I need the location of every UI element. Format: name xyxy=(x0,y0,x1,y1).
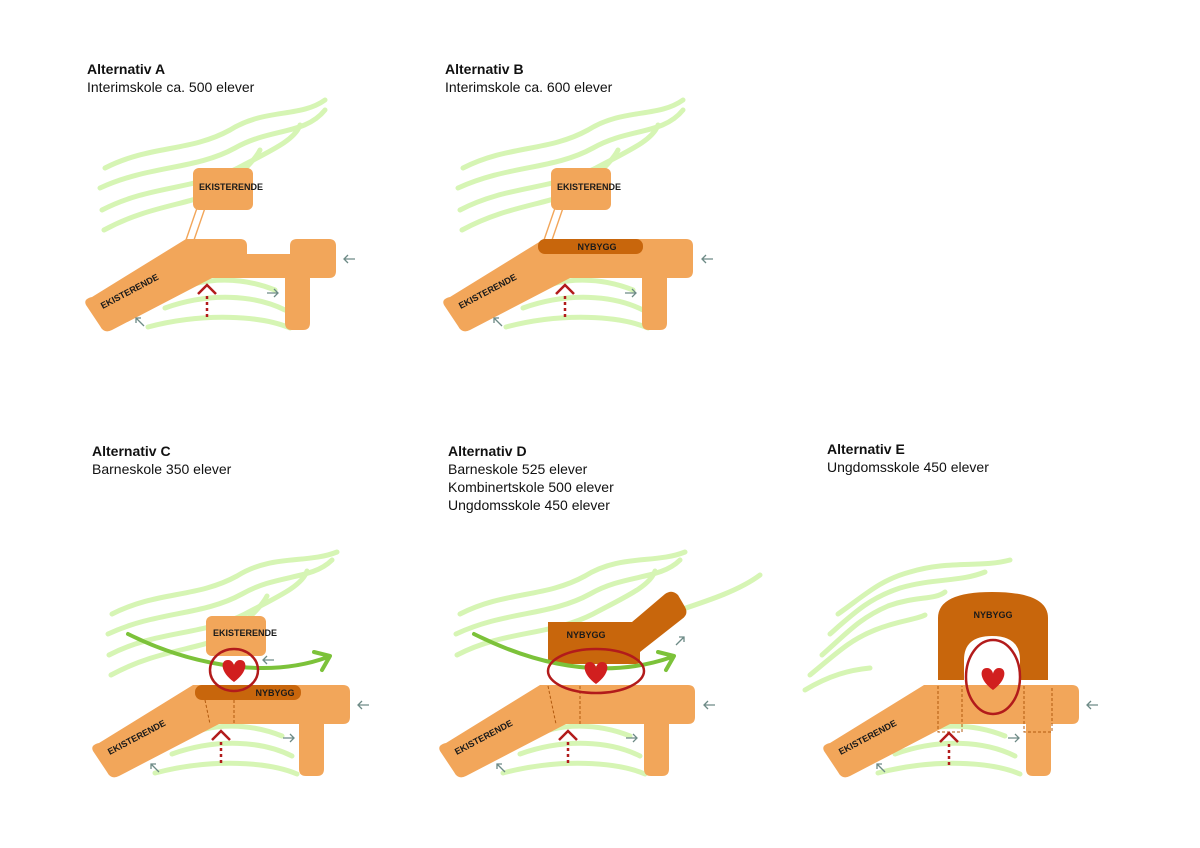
existing-building-wing xyxy=(443,239,693,332)
new-building xyxy=(938,592,1048,680)
diagram-alternativ-e: NYBYGG EKISTERENDE xyxy=(802,557,1098,778)
heart-ring xyxy=(208,647,260,693)
caption-alternativ-c: Alternativ C Barneskole 350 elever xyxy=(92,442,231,478)
caption-line: Interimskole ca. 600 elever xyxy=(445,79,613,95)
side-access-arrow-icon xyxy=(876,700,1098,773)
label-existing-top: EKISTERENDE xyxy=(557,182,621,192)
heart-icon xyxy=(981,668,1005,690)
label-existing-top: EKISTERENDE xyxy=(213,628,277,638)
caption-title: Alternativ B xyxy=(445,61,524,77)
heart-icon xyxy=(222,660,246,682)
caption-line: Kombinertskole 500 elever xyxy=(448,479,614,495)
caption-title: Alternativ D xyxy=(448,443,527,459)
main-entry-arrow-icon xyxy=(211,729,231,764)
side-access-arrow-icon xyxy=(493,254,713,327)
label-new-building: NYBYGG xyxy=(577,242,616,252)
caption-alternativ-e: Alternativ E Ungdomsskole 450 elever xyxy=(827,440,989,476)
diagram-alternativ-c: EKISTERENDE NYBYGG EKISTERENDE xyxy=(92,549,369,778)
diagram-alternativ-d: NYBYGG EKISTERENDE xyxy=(439,549,763,778)
new-building xyxy=(548,591,687,664)
caption-line: Ungdomsskole 450 elever xyxy=(827,459,989,475)
caption-line: Interimskole ca. 500 elever xyxy=(87,79,255,95)
new-building xyxy=(538,239,643,254)
existing-building-wing xyxy=(85,239,336,332)
existing-building-top xyxy=(551,168,611,210)
heart-icon xyxy=(584,662,608,684)
heart-ring xyxy=(964,638,1022,716)
main-entry-arrow-icon xyxy=(197,283,217,318)
side-access-arrow-icon xyxy=(150,655,369,773)
caption-alternativ-d: Alternativ D Barneskole 525 elever Kombi… xyxy=(448,442,614,514)
heart-ring xyxy=(546,647,646,695)
existing-building-wing xyxy=(92,685,350,778)
main-entry-arrow-icon xyxy=(558,729,578,764)
label-new-building: NYBYGG xyxy=(255,688,294,698)
caption-line: Ungdomsskole 450 elever xyxy=(448,497,610,513)
label-new-building: NYBYGG xyxy=(973,610,1012,620)
caption-title: Alternativ A xyxy=(87,61,166,77)
existing-building-wing xyxy=(439,685,695,778)
main-entry-arrow-icon xyxy=(939,731,959,766)
caption-alternativ-b: Alternativ B Interimskole ca. 600 elever xyxy=(445,60,612,96)
flow-arrow-icon xyxy=(126,632,332,672)
caption-alternativ-a: Alternativ A Interimskole ca. 500 elever xyxy=(87,60,254,96)
existing-building-wing xyxy=(823,685,1079,778)
side-access-arrow-icon xyxy=(496,636,715,773)
existing-building-top xyxy=(206,616,266,656)
side-access-arrow-icon xyxy=(135,254,355,327)
flow-arrow-icon xyxy=(472,632,676,672)
diagram-alternativ-a: EKISTERENDE EKISTERENDE xyxy=(85,97,355,332)
caption-title: Alternativ C xyxy=(92,443,171,459)
caption-line: Barneskole 350 elever xyxy=(92,461,232,477)
label-existing-top: EKISTERENDE xyxy=(199,182,263,192)
main-entry-arrow-icon xyxy=(555,283,575,318)
existing-building-top xyxy=(193,168,253,210)
caption-title: Alternativ E xyxy=(827,441,905,457)
landscape-waves xyxy=(97,97,328,331)
label-new-building: NYBYGG xyxy=(566,630,605,640)
caption-line: Barneskole 525 elever xyxy=(448,461,588,477)
diagram-alternativ-b: EKISTERENDE NYBYGG EKISTERENDE xyxy=(443,97,713,332)
